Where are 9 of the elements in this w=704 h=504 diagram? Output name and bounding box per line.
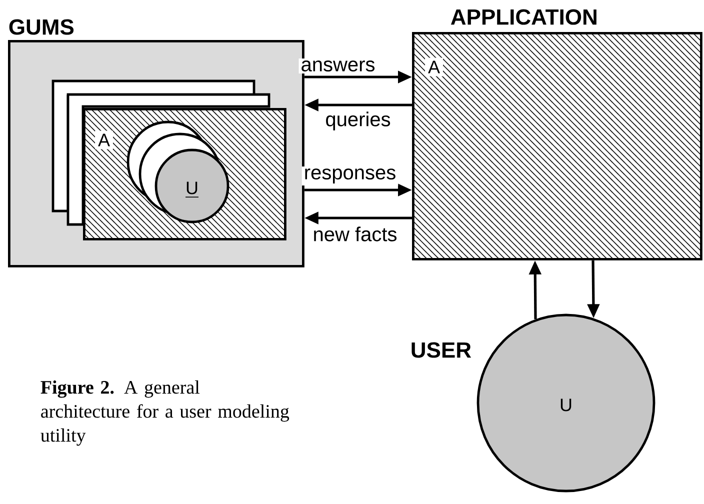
edge-label: answers (298, 58, 378, 74)
caption: Figure 2. A general architecture for a user modeling utility (40, 380, 290, 446)
hatched-box: APPLICATION A (425, 9, 596, 76)
hatched-card: A (95, 130, 114, 150)
edge-label: queries (323, 110, 393, 132)
edge-label: responses (302, 166, 398, 186)
node-label: GUMS (9, 19, 74, 35)
edge-label: new facts (310, 224, 400, 244)
node-label: USER (412, 342, 472, 358)
